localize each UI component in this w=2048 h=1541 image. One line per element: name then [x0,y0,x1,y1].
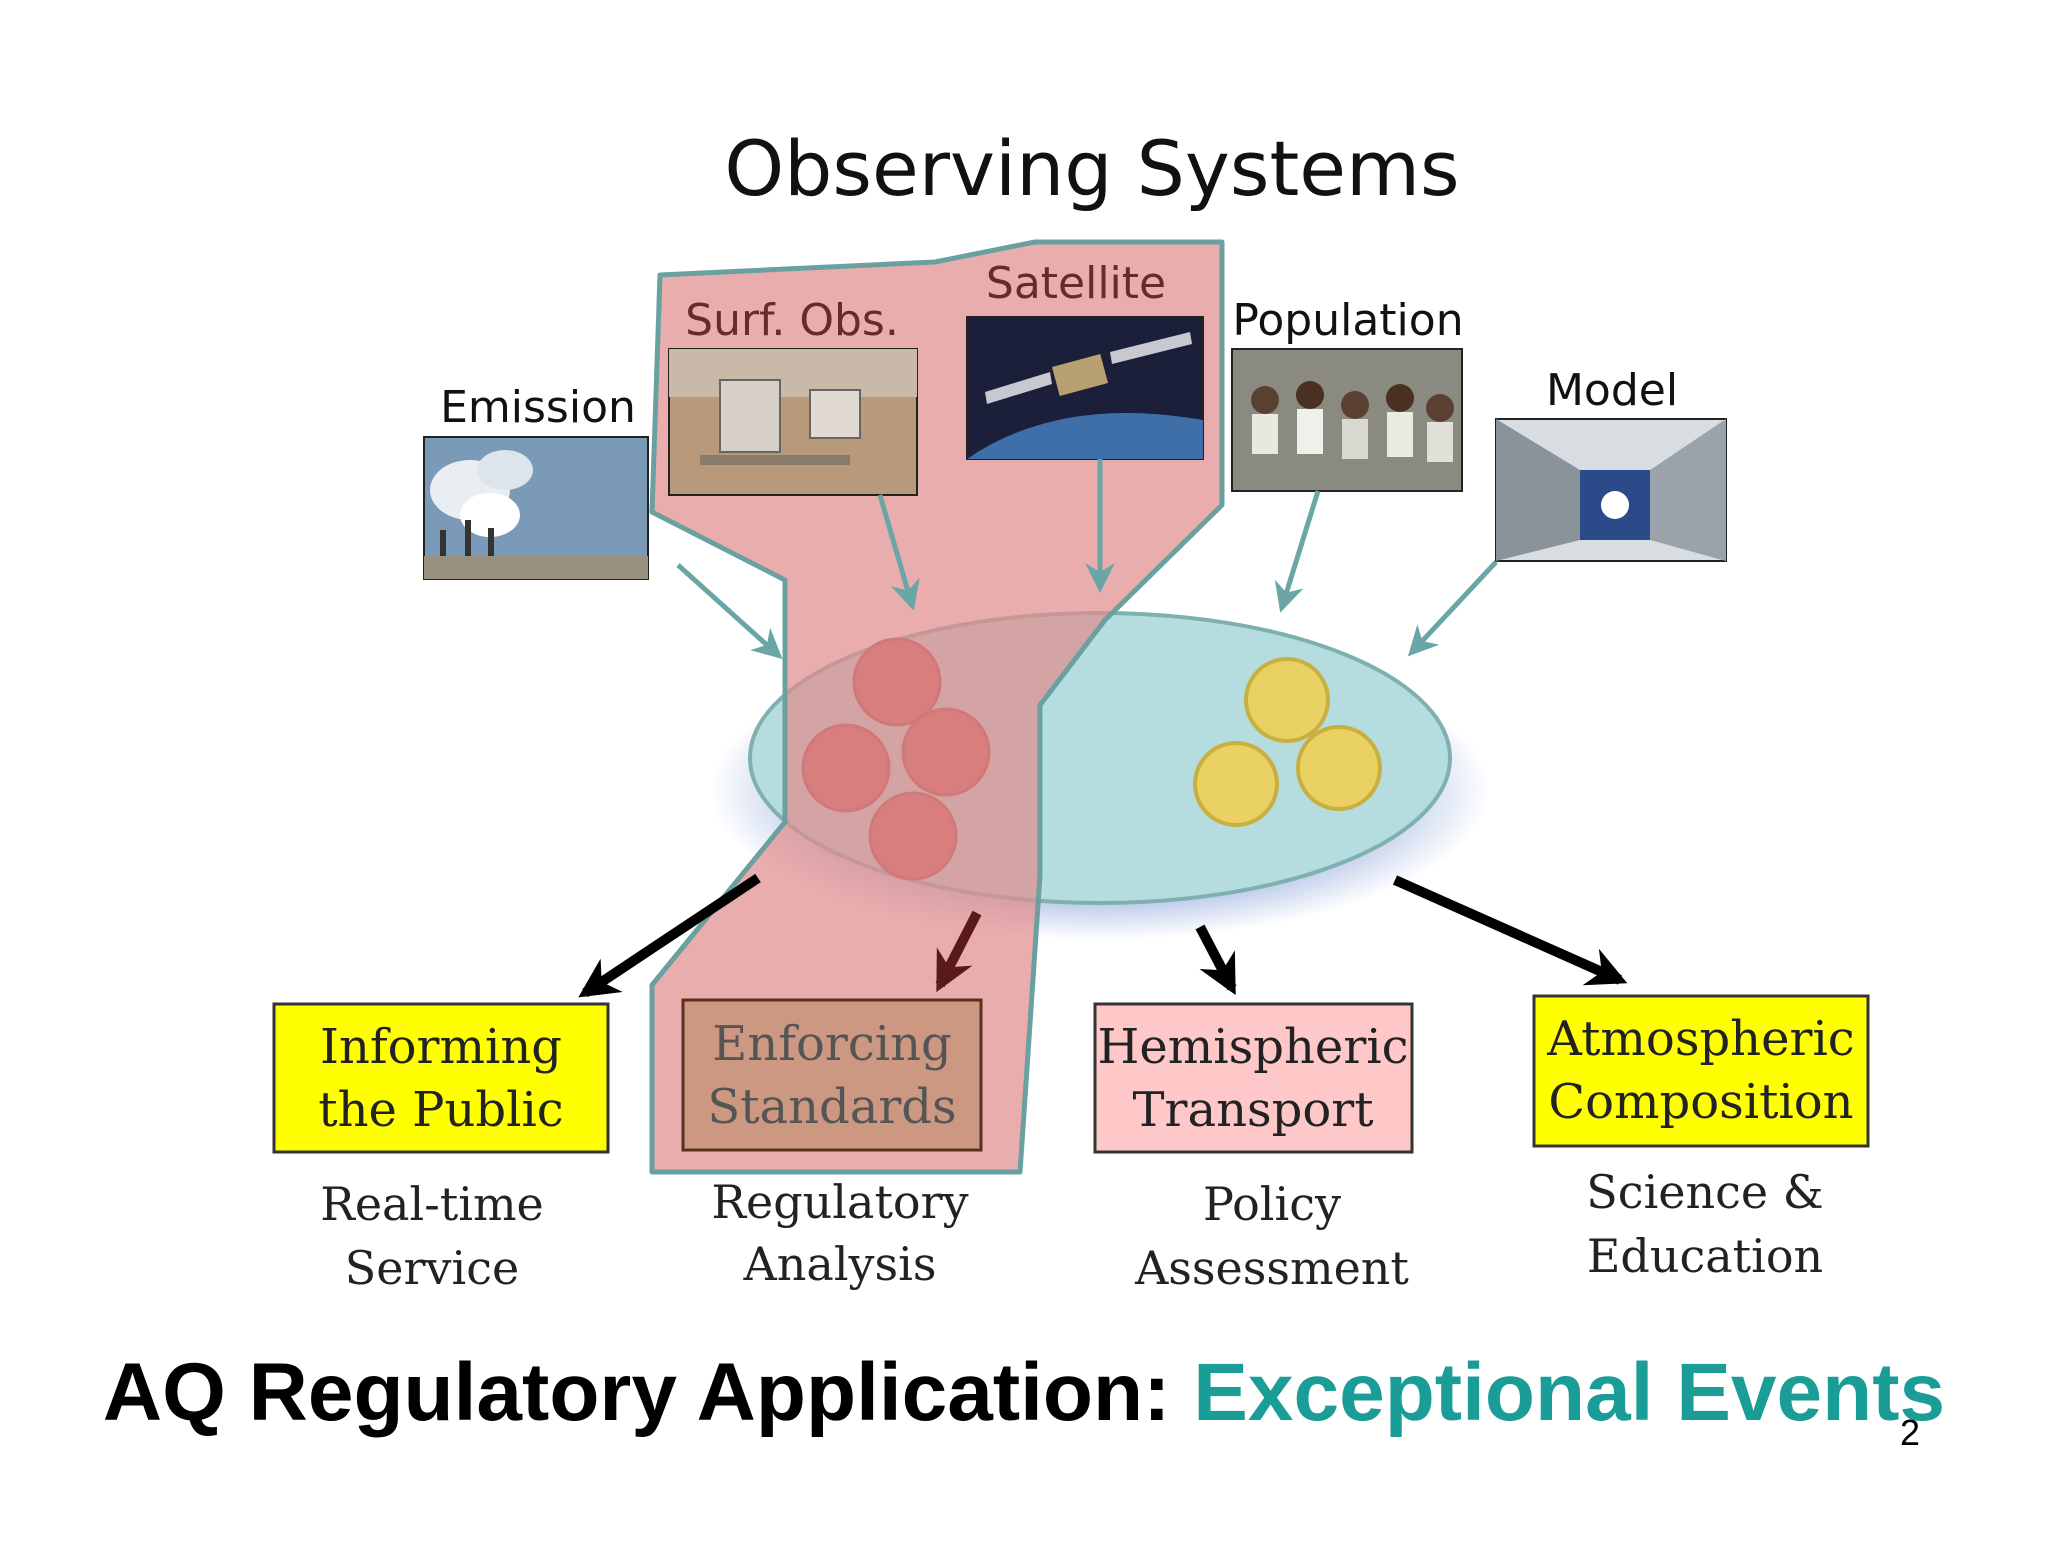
sublabel-enforcing-1: Regulatory [711,1175,968,1229]
app-label-line2: the Public [318,1082,563,1138]
application-sublabels: Real-time Service Regulatory Analysis Po… [320,1165,1823,1295]
caption-accent: Exceptional Events [1193,1347,1946,1438]
crowd-photo-icon [1231,348,1463,492]
sublabel-hemispheric-1: Policy [1203,1177,1341,1231]
arrow-to-informing [578,873,761,998]
slide-caption: AQ Regulatory Application: Exceptional E… [0,1346,2048,1440]
satellite-photo-icon [966,316,1204,460]
sublabel-informing-1: Real-time [320,1177,544,1231]
app-label-line1: Hemispheric [1098,1019,1409,1075]
sublabel-atmospheric-2: Education [1587,1229,1823,1283]
app-label-line2: Transport [1133,1082,1374,1138]
app-label-line2: Composition [1548,1074,1853,1130]
source-label-model: Model [1546,365,1678,416]
source-label-surf-obs: Surf. Obs. [685,295,899,346]
application-box-informing: Informing the Public [272,1002,610,1154]
input-arrows [676,459,1498,660]
output-arrows [578,873,1628,998]
app-label-line2: Standards [707,1079,956,1135]
smokestack-photo-icon [423,436,649,580]
arrow-to-enforcing [935,910,982,993]
source-label-satellite: Satellite [986,258,1166,309]
arrow-to-hemispheric [1195,924,1237,996]
application-box-enforcing: Enforcing Standards [681,998,983,1152]
yellow-dots [1193,657,1382,827]
sublabel-enforcing-2: Analysis [743,1237,937,1291]
yellow-dot [1296,725,1382,811]
slide-number: 2 [1900,1412,1921,1453]
sublabel-hemispheric-2: Assessment [1134,1241,1409,1295]
caption-main: AQ Regulatory Application: [102,1347,1194,1438]
sublabel-atmospheric-1: Science & [1586,1165,1823,1219]
application-box-atmospheric: Atmospheric Composition [1532,994,1870,1148]
yellow-dot [1193,741,1279,827]
app-label-line1: Enforcing [712,1016,951,1072]
arrow-surf-obs [877,494,920,611]
arrow-population [1274,490,1321,613]
arrow-emission [676,563,783,660]
app-label-line1: Atmospheric [1546,1011,1854,1067]
arrow-to-atmospheric [1392,875,1628,986]
arrow-model [1407,560,1498,657]
app-label-line1: Informing [320,1019,562,1075]
yellow-dot [1244,657,1330,743]
surface-station-photo-icon [668,348,918,496]
sublabel-informing-2: Service [345,1241,519,1295]
supercomputer-photo-icon [1495,418,1727,562]
diagram-title: Observing Systems [724,124,1459,213]
application-box-hemispheric: Hemispheric Transport [1093,1002,1414,1154]
source-label-population: Population [1232,295,1463,346]
source-label-emission: Emission [440,382,636,433]
